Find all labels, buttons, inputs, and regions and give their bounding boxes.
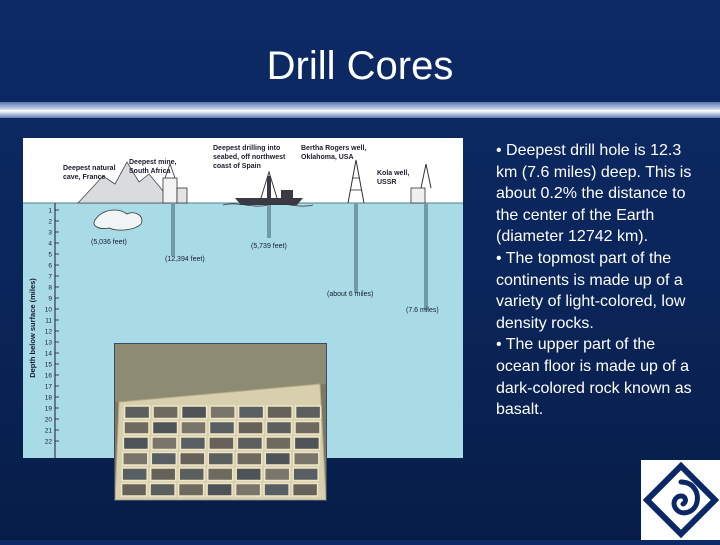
core-sample-cell [122, 451, 149, 466]
core-sample-cell [293, 436, 321, 451]
core-sample-cell [178, 467, 205, 482]
core-sample-cell [123, 420, 150, 435]
core-sample-cell [208, 436, 235, 451]
site-caption-mine: Deepest mine, South Africa [129, 159, 178, 175]
depth-label-mine: (12,394 feet) [165, 256, 205, 263]
core-sample-cell [294, 405, 322, 420]
core-sample-cell [294, 420, 321, 435]
depth-tick-label: 22 [45, 439, 53, 446]
depth-tick-label: 6 [48, 263, 52, 270]
core-sample-cell [236, 436, 264, 451]
core-sample-cell [293, 451, 320, 466]
core-sample-cell [235, 467, 262, 482]
depth-tick-label: 5 [48, 252, 52, 259]
core-sample-cell [292, 467, 319, 482]
core-sample-cell [265, 420, 293, 435]
depth-label-cave: (5,036 feet) [91, 239, 127, 246]
depth-tick-label: 16 [45, 373, 53, 380]
slide-title: Drill Cores [266, 44, 454, 88]
core-sample-cell [122, 436, 150, 451]
depth-tick-label: 17 [45, 384, 53, 391]
core-sample-cell [264, 451, 292, 466]
cave-icon [93, 209, 143, 231]
core-sample-cell [177, 482, 205, 497]
depth-tick-label: 2 [48, 219, 52, 226]
depth-tick-label: 7 [48, 274, 52, 281]
core-sample-cell [208, 420, 236, 435]
depth-axis-label: Depth below surface (miles) [28, 278, 37, 378]
site-caption-kola: Kola well, USSR [377, 170, 411, 186]
depth-tick-label: 8 [48, 285, 52, 292]
depth-tick-label: 10 [45, 307, 53, 314]
core-sample-cell [179, 451, 206, 466]
depth-tick-label: 12 [45, 329, 53, 336]
core-sample-box-icon [115, 383, 326, 500]
depth-tick-label: 21 [45, 428, 53, 435]
core-sample-cell [179, 436, 207, 451]
core-sample-photo [114, 343, 327, 501]
site-caption-spain: Deepest drilling into seabed, off northw… [213, 145, 287, 170]
core-sample-cell [209, 405, 236, 420]
core-sample-cell [152, 405, 179, 420]
depth-tick-label: 9 [48, 296, 52, 303]
mine-headframe-icon [162, 162, 188, 204]
core-sample-cell [180, 420, 207, 435]
core-sample-cell [206, 482, 233, 497]
core-sample-cell [237, 420, 264, 435]
core-sample-cell [149, 482, 176, 497]
title-divider [0, 102, 720, 118]
core-sample-cell [263, 467, 291, 482]
kola-rig-icon [410, 163, 432, 204]
core-sample-cell [120, 482, 148, 497]
core-sample-cell [237, 405, 265, 420]
bullet-item: • The topmost part of the continents is … [496, 249, 686, 332]
depth-label-oklahoma: (about 6 miles) [327, 291, 373, 298]
core-sample-cell [180, 405, 208, 420]
depth-tick-label: 14 [45, 351, 53, 358]
depth-tick-label: 1 [48, 208, 52, 215]
depth-label-spain: (5,739 feet) [251, 243, 287, 250]
bullet-item: • The upper part of the ocean floor is m… [496, 336, 692, 419]
core-sample-cell [149, 467, 177, 482]
site-caption-oklahoma: Bertha Rogers well, Oklahoma, USA [301, 145, 368, 161]
bullet-list: • Deepest drill hole is 12.3 km (7.6 mil… [496, 140, 696, 421]
depth-tick-label: 20 [45, 417, 53, 424]
depth-tick-label: 15 [45, 362, 53, 369]
core-sample-cell [263, 482, 290, 497]
core-sample-cell [265, 436, 292, 451]
depth-label-kola: (7.6 miles) [406, 307, 439, 314]
core-sample-cell [151, 436, 178, 451]
core-sample-cell [121, 467, 148, 482]
bullet-item: • Deepest drill hole is 12.3 km (7.6 mil… [496, 142, 692, 246]
core-sample-cell [207, 451, 235, 466]
core-sample-cell [206, 467, 234, 482]
spiral-diamond-logo [641, 460, 720, 540]
core-sample-cell [123, 405, 151, 420]
depth-tick-label: 13 [45, 340, 53, 347]
core-sample-cell [291, 482, 319, 497]
spiral-logo-icon [641, 460, 720, 540]
depth-tick-label: 18 [45, 395, 53, 402]
depth-tick-label: 4 [48, 241, 52, 248]
depth-tick-label: 11 [45, 318, 52, 325]
site-caption-cave: Deepest natural cave, France [63, 165, 117, 181]
depth-tick-label: 19 [45, 406, 53, 413]
core-sample-photo-svg [115, 344, 326, 500]
core-sample-cell [150, 451, 178, 466]
oil-derrick-icon [347, 159, 365, 204]
core-sample-cell [236, 451, 263, 466]
core-sample-cell [234, 482, 262, 497]
core-sample-cell [266, 405, 293, 420]
depth-tick-label: 3 [48, 230, 52, 237]
core-sample-cell [151, 420, 179, 435]
